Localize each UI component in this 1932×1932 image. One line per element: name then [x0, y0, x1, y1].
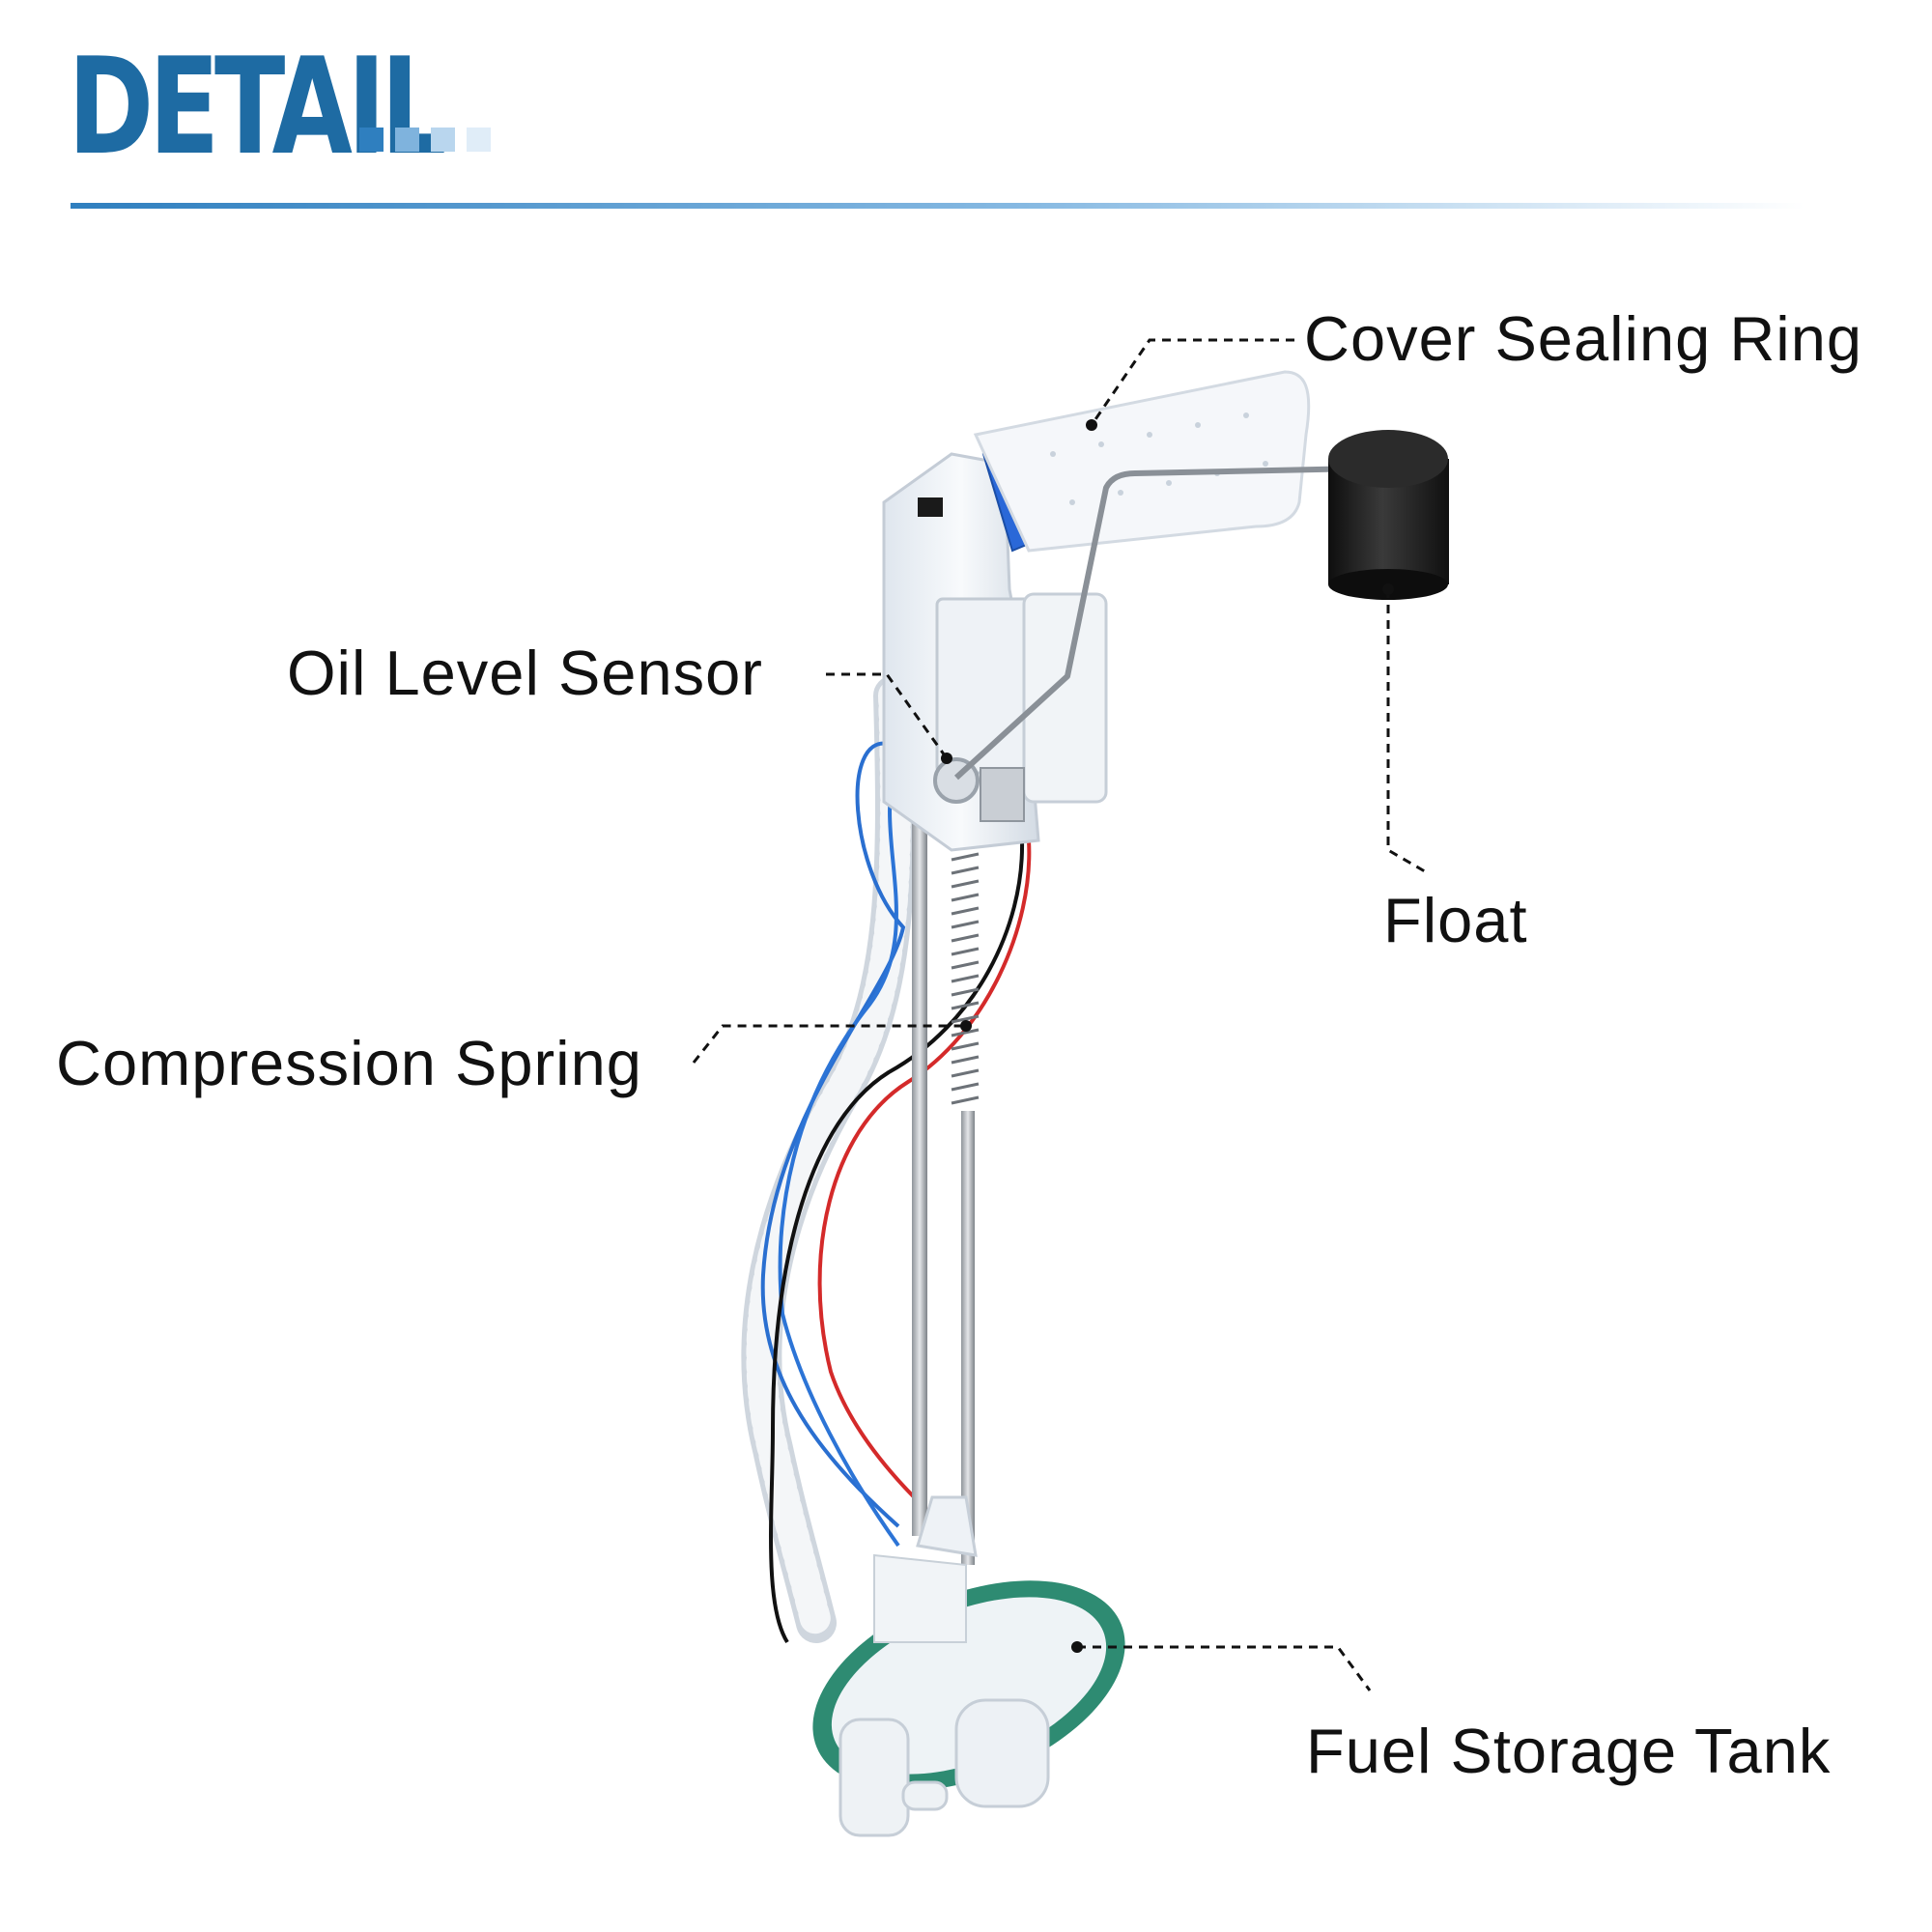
label-float: Float: [1383, 885, 1528, 955]
leader-float: [1386, 589, 1431, 876]
title-dot: [395, 128, 419, 152]
header: DETAIL: [68, 41, 547, 174]
leader-anchor-points: [941, 419, 1394, 1653]
page-title: DETAIL: [68, 29, 447, 185]
title-dot: [431, 128, 455, 152]
label-cover-sealing-ring: Cover Sealing Ring: [1304, 303, 1863, 374]
title-dot: [467, 128, 491, 152]
wiring-harness: [760, 741, 1032, 1644]
header-divider: [71, 203, 1804, 209]
compression-spring: [951, 852, 980, 1105]
leader-lines: [692, 338, 1431, 1691]
title-dots: [359, 128, 491, 152]
fuel-hose: [741, 675, 916, 1643]
cover-sealing-ring: [973, 370, 1311, 553]
fuel-storage-tank: [812, 1495, 1125, 1837]
leader-cover-sealing-ring: [1090, 338, 1294, 426]
leader-fuel-storage-tank: [1077, 1645, 1372, 1691]
label-compression-spring: Compression Spring: [56, 1028, 642, 1098]
support-rods: [912, 734, 975, 1565]
leader-compression-spring: [692, 1024, 966, 1064]
title-dot: [359, 128, 384, 152]
label-fuel-storage-tank: Fuel Storage Tank: [1306, 1716, 1832, 1786]
float: [1328, 430, 1449, 600]
pump-module: [882, 452, 1108, 852]
float-arm: [953, 466, 1363, 781]
label-oil-level-sensor: Oil Level Sensor: [287, 638, 763, 708]
leader-oil-level-sensor: [826, 672, 949, 759]
